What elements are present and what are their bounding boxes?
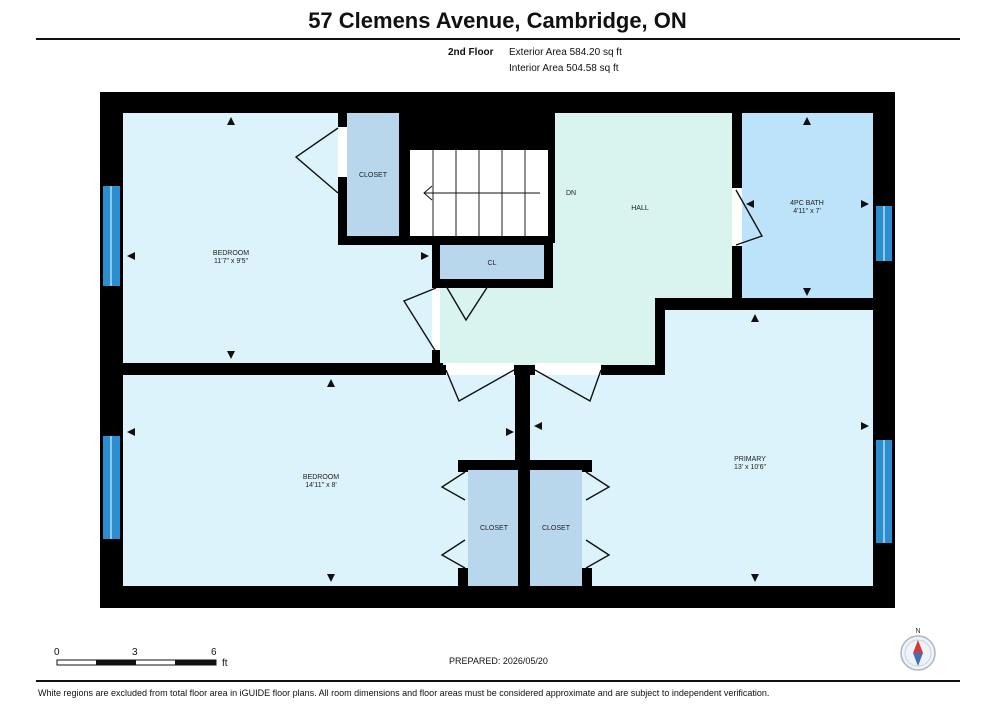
scale-tick-0: 0	[54, 647, 60, 658]
primary-name: PRIMARY	[734, 456, 766, 463]
compass-label: N	[915, 628, 920, 635]
compass-icon	[900, 635, 936, 671]
closet-top-name: CLOSET	[359, 172, 388, 179]
hall-name: HALL	[631, 205, 649, 212]
bedroom-1-dims: 11'7" x 9'5"	[214, 258, 248, 265]
dimension-markers	[127, 117, 869, 582]
footer-disclaimer: White regions are excluded from total fl…	[38, 688, 770, 698]
closet-left	[468, 470, 520, 586]
bedroom-2-dims: 14'11" x 8'	[305, 482, 337, 489]
closet-cl-name: CL	[488, 260, 497, 267]
exterior-area: Exterior Area 584.20 sq ft	[509, 47, 622, 58]
scale-tick-3: 3	[132, 647, 138, 658]
page-title: 57 Clemens Avenue, Cambridge, ON	[308, 8, 687, 33]
primary-area	[530, 310, 873, 586]
scale-unit: ft	[222, 658, 228, 669]
bedroom-2-name: BEDROOM	[303, 474, 339, 481]
floor-name: 2nd Floor	[448, 47, 494, 58]
closet-right	[530, 470, 582, 586]
window-mullions	[110, 186, 885, 543]
footer-divider	[36, 680, 960, 682]
bedroom-1-name: BEDROOM	[213, 250, 249, 257]
primary-dims: 13' x 10'6"	[734, 464, 767, 471]
scale-tick-6: 6	[211, 647, 217, 658]
closet-left-name: CLOSET	[480, 525, 509, 532]
hall-area	[440, 113, 732, 365]
door-openings	[338, 127, 742, 375]
closet-right-name: CLOSET	[542, 525, 571, 532]
closet-cl	[440, 245, 544, 279]
bath-name: 4PC BATH	[790, 200, 824, 207]
header-divider	[36, 38, 960, 40]
door-swings	[294, 127, 764, 569]
prepared-date: PREPARED: 2026/05/20	[449, 656, 548, 666]
interior-walls	[123, 113, 873, 586]
closet-top	[347, 113, 399, 238]
scale-bar	[56, 659, 217, 666]
stair-arrow	[423, 185, 540, 201]
bath-dims: 4'11" x 7'	[793, 208, 821, 215]
stairs-label: DN	[566, 190, 576, 197]
interior-area: Interior Area 504.58 sq ft	[509, 63, 619, 74]
bath-area	[742, 113, 873, 300]
